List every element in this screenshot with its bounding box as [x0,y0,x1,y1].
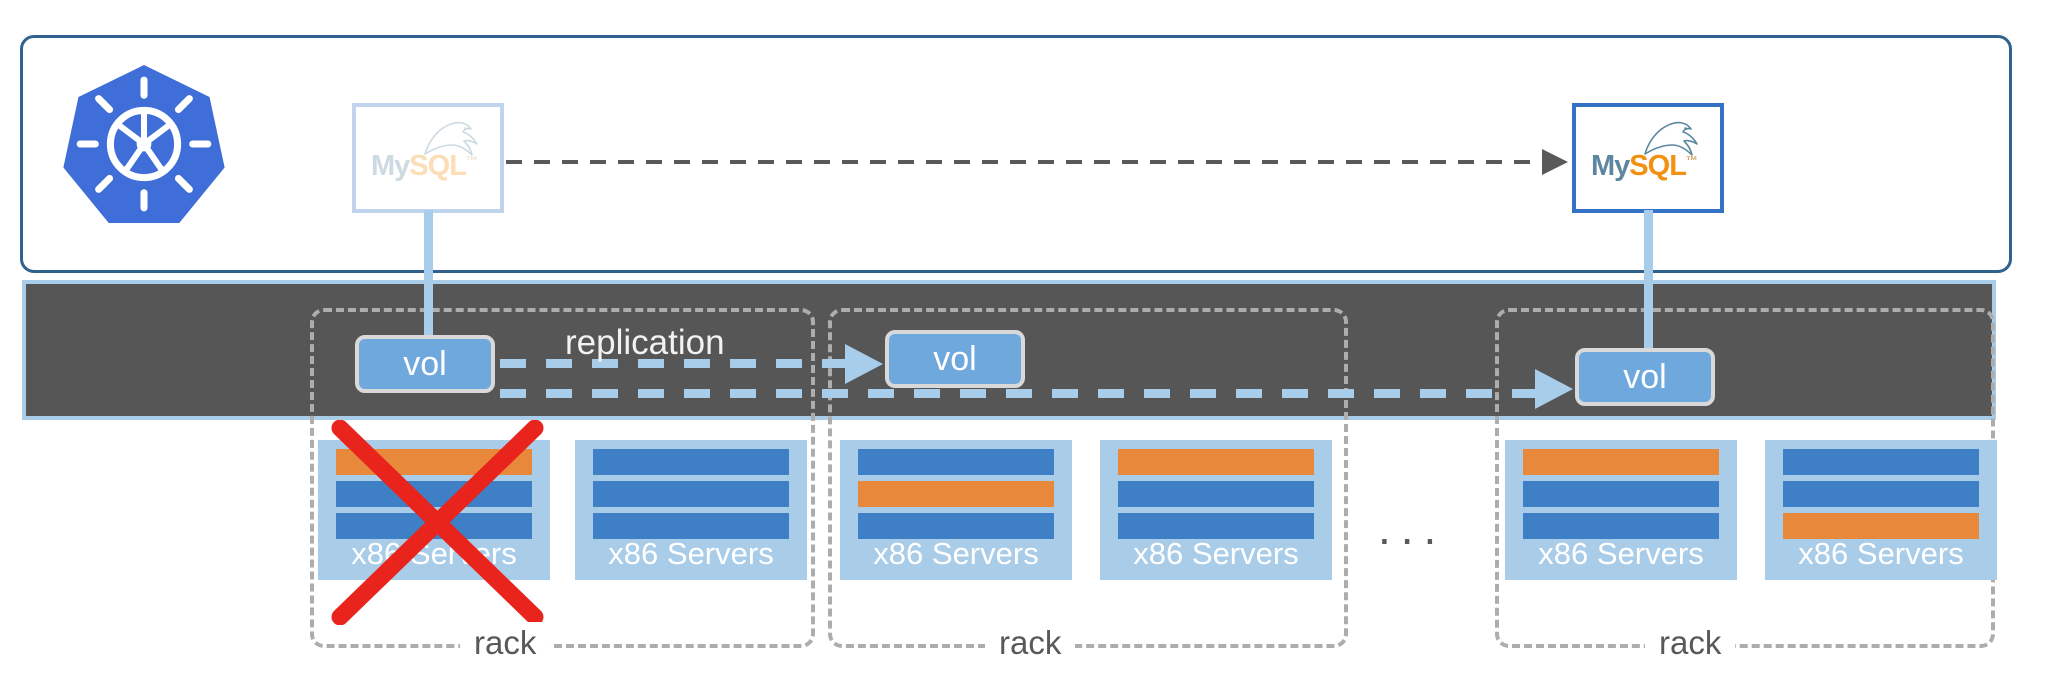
server-bar [1783,513,1979,539]
replication-label: replication [565,323,725,362]
server-label: x86 Servers [1538,536,1704,571]
server-bar [1523,449,1719,475]
volume-3[interactable]: vol [1575,348,1715,406]
kubernetes-logo-icon [60,60,228,228]
mysql-primary-node[interactable]: MySQL™ [352,103,504,213]
server-bar [1523,513,1719,539]
server-label: x86 Servers [1133,536,1299,571]
mysql-wordmark-sql: SQL [1629,150,1687,182]
rack-label-1: rack [460,622,551,664]
server-group-3[interactable]: x86 Servers [840,440,1072,580]
mysql-wordmark-sql: SQL [409,150,467,182]
server-bar [1523,481,1719,507]
mysql-replication-arrowhead-icon [1542,149,1568,175]
mysql-wordmark: MySQL™ [1591,152,1711,181]
server-label: x86 Servers [873,536,1039,571]
server-failure-cross-icon [330,420,545,625]
mysql-trademark: ™ [465,153,478,168]
server-bar [1118,449,1314,475]
rack-boundary-2 [828,308,1348,648]
server-label: x86 Servers [1798,536,1964,571]
server-bar [1783,449,1979,475]
server-label: x86 Servers [608,536,774,571]
mysql-logo-icon: MySQL™ [1583,112,1713,204]
replication-arrow-long [500,389,1558,398]
server-group-2[interactable]: x86 Servers [575,440,807,580]
server-bar [858,449,1054,475]
mysql-wordmark: MySQL™ [371,152,491,181]
rack-label-2: rack [985,622,1076,664]
mysql-wordmark-my: My [1591,150,1630,182]
replication-arrowhead-short-icon [845,344,883,384]
server-bar [593,513,789,539]
server-bar [1783,481,1979,507]
rack-label-3: rack [1645,622,1736,664]
server-group-4[interactable]: x86 Servers [1100,440,1332,580]
server-bar [593,449,789,475]
mysql-replica-node[interactable]: MySQL™ [1572,103,1724,213]
server-bar [858,513,1054,539]
server-bar [1118,513,1314,539]
server-bar [593,481,789,507]
volume-2[interactable]: vol [885,330,1025,388]
server-bar [336,481,532,507]
mysql-logo-icon: MySQL™ [363,112,493,204]
connector-mysql-primary-to-vol [424,210,433,360]
mysql-replication-link [506,160,1544,164]
replication-arrow-short [500,359,868,368]
mysql-trademark: ™ [1685,153,1698,168]
server-group-6[interactable]: x86 Servers [1765,440,1997,580]
mysql-wordmark-my: My [371,150,410,182]
server-group-5[interactable]: x86 Servers [1505,440,1737,580]
volume-1[interactable]: vol [355,335,495,393]
server-bar [1118,481,1314,507]
rack-ellipsis: ... [1378,502,1447,554]
replication-arrowhead-long-icon [1535,369,1573,409]
server-bar [858,481,1054,507]
rack-boundary-1 [310,308,815,648]
connector-mysql-replica-to-vol [1644,210,1653,360]
